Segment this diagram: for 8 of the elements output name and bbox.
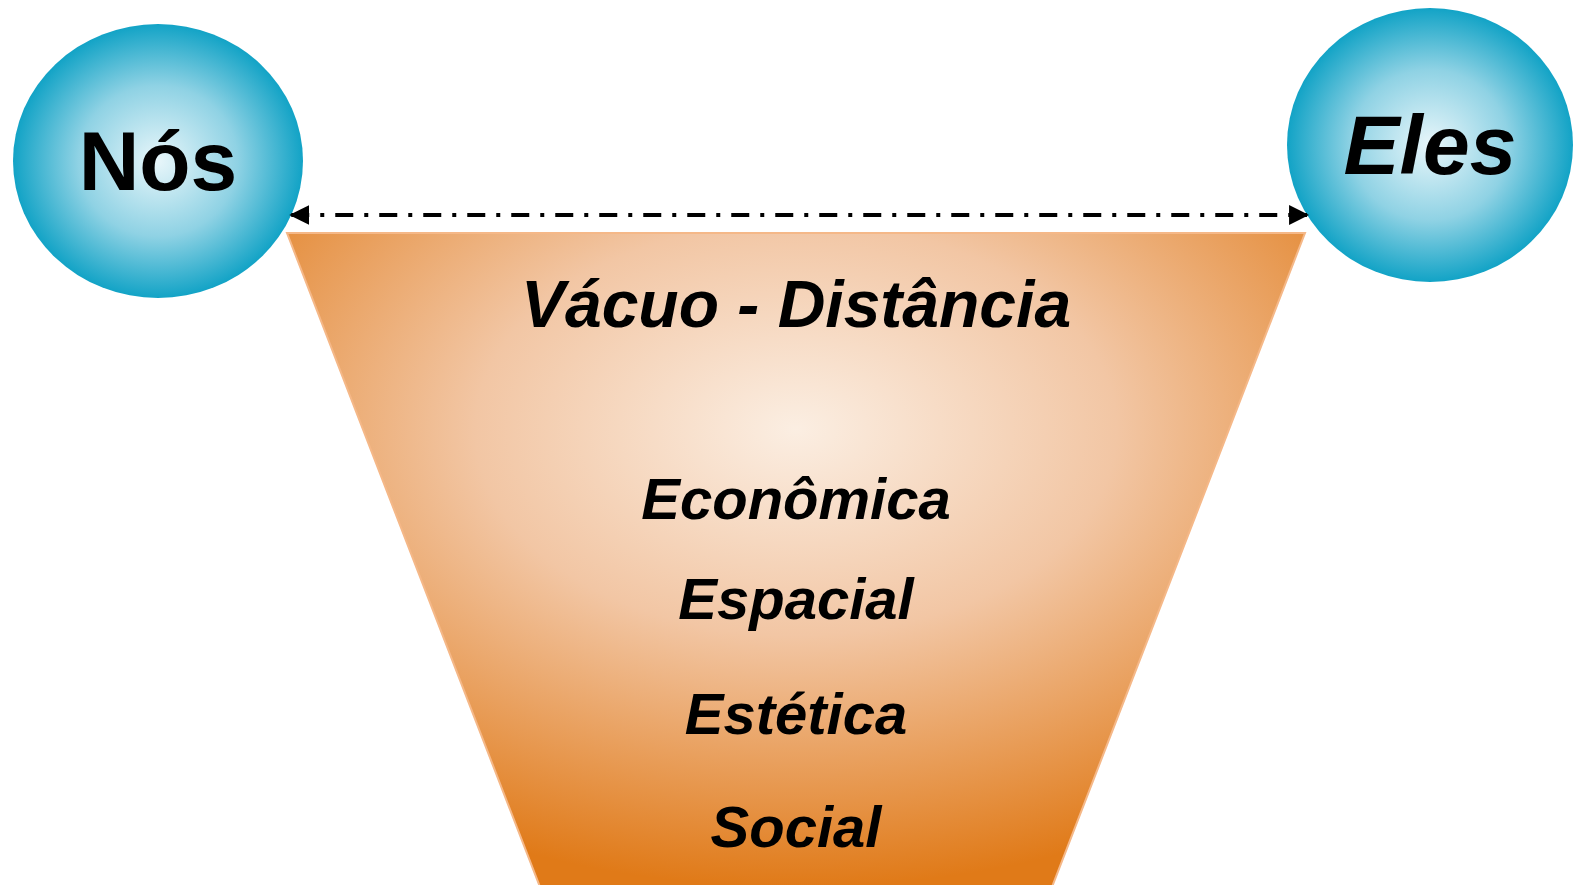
funnel-item: Espacial (678, 565, 914, 632)
funnel-heading: Vácuo - Distância (520, 266, 1072, 342)
funnel-item: Estética (684, 680, 908, 747)
circle-label: Nós (78, 112, 238, 210)
double-arrow (289, 205, 1310, 225)
funnel-item: Econômica (641, 465, 951, 532)
circle-label: Eles (1343, 96, 1517, 194)
funnel-item: Social (710, 793, 882, 860)
